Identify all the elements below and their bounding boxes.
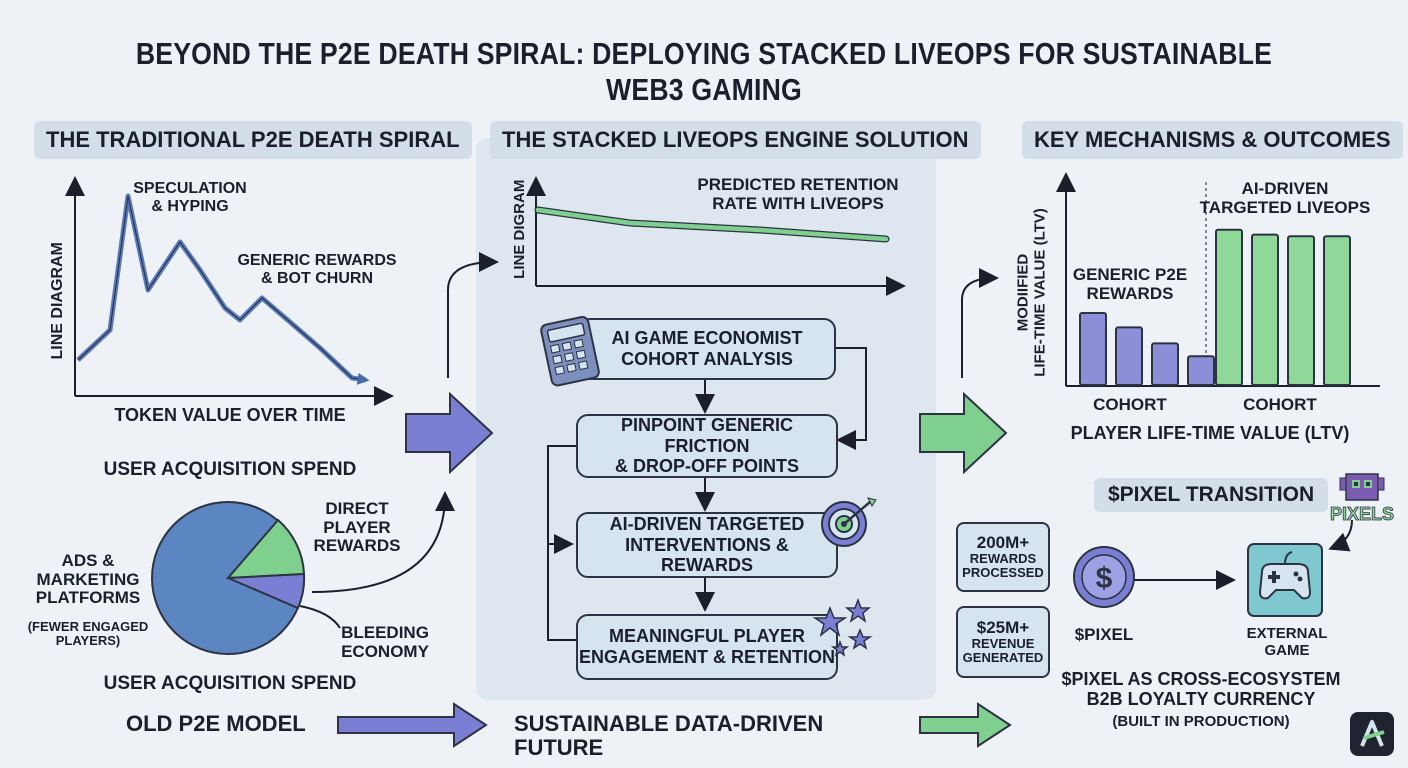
calculator-icon — [540, 316, 600, 387]
target-icon — [821, 497, 877, 547]
footer-arrow-green — [919, 702, 1012, 748]
stat-revenue-generated: $25M+ REVENUE GENERATED — [956, 606, 1050, 678]
ltv-bar-2-4 — [1323, 235, 1351, 386]
connector-to-retention — [447, 252, 499, 378]
pie-title-bottom: USER ACQUISITION SPEND — [103, 673, 357, 694]
section-header-traditional: THE TRADITIONAL P2E DEATH SPIRAL — [34, 121, 472, 159]
footer-old-model: OLD P2E MODEL — [126, 711, 306, 736]
stat-rewards-processed: 200M+ REWARDS PROCESSED — [956, 522, 1050, 592]
ltv-x-label: PLAYER LIFE-TIME VALUE (LTV) — [1070, 423, 1350, 443]
ltv-bar-2-1 — [1215, 228, 1243, 386]
retention-line-diagram — [526, 176, 906, 296]
stars-icon — [812, 598, 873, 657]
ltv-bar-2-3 — [1287, 235, 1315, 386]
section-header-solution: THE STACKED LIVEOPS ENGINE SOLUTION — [490, 121, 981, 159]
footer-arrow-purple — [337, 702, 488, 748]
big-arrow-left — [405, 392, 494, 474]
section-header-outcomes: KEY MECHANISMS & OUTCOMES — [1022, 121, 1403, 159]
ltv-bar-1-3 — [1151, 342, 1179, 386]
connector-bleeding — [299, 605, 341, 629]
flow-loop-right — [834, 347, 867, 450]
connector-to-ltv — [961, 268, 999, 378]
coin-glyph: $ — [1096, 562, 1113, 595]
annotation-generic-rewards: GENERIC REWARDS& BOT CHURN — [237, 252, 397, 287]
app-logo-icon — [1350, 712, 1394, 756]
ltv-bar-chart — [1056, 172, 1380, 387]
ltv-bar-1-4 — [1187, 355, 1215, 386]
annotation-speculation: SPECULATION& HYPING — [133, 180, 247, 215]
ltv-bar-1-1 — [1079, 312, 1107, 386]
pixels-logo-text: PIXELS — [1330, 504, 1394, 524]
page-title: BEYOND THE P2E DEATH SPIRAL: DEPLOYING S… — [135, 36, 1273, 107]
footer-future: SUSTAINABLE DATA-DRIVEN FUTURE — [514, 711, 824, 761]
connector-pie-up — [311, 491, 455, 593]
token-value-line-outline — [77, 195, 370, 385]
pie-slice-bleeding — [227, 572, 306, 610]
pixel-caption-note: (BUILT IN PRODUCTION) — [1112, 713, 1290, 730]
flow-step-friction: PINPOINT GENERIC FRICTION& DROP-OFF POIN… — [576, 414, 838, 478]
pixel-transition-heading: $PIXEL TRANSITION — [1094, 478, 1329, 512]
ltv-bar-1-2 — [1115, 326, 1143, 386]
user-acquisition-pie — [151, 501, 306, 655]
pie-slice-direct-rewards — [225, 518, 306, 580]
big-arrow-right — [919, 392, 1008, 474]
pie-title-top: USER ACQUISITION SPEND — [103, 459, 357, 480]
mid-line-y-label: LINE DIGRAM — [510, 179, 528, 279]
death-spiral-line-diagram — [65, 176, 394, 406]
pixel-coin-label: $PIXEL — [1074, 625, 1134, 644]
logo-arrow — [1328, 519, 1353, 552]
gamepad-icon — [1247, 543, 1323, 617]
dollar-coin-icon: $ — [1073, 546, 1135, 608]
ltv-cohort-1: COHORT — [1093, 395, 1167, 414]
ltv-cohort-2: COHORT — [1243, 395, 1317, 414]
pixels-mascot-icon: PIXELS — [1330, 473, 1394, 524]
retention-line — [535, 207, 889, 242]
left-line-x-label: TOKEN VALUE OVER TIME — [114, 405, 346, 425]
ltv-bar-2-2 — [1251, 233, 1279, 386]
